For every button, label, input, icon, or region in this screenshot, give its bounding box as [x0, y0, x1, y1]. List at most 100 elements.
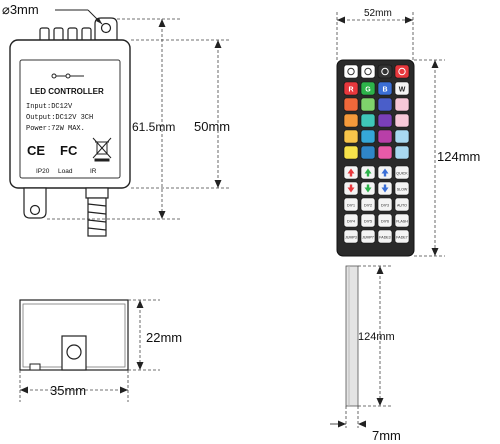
- dim-22-arrow-top: [136, 300, 144, 308]
- dim-22-line: [128, 299, 160, 371]
- arrow-up-icon: [381, 168, 389, 177]
- arrow-down-icon: [381, 184, 389, 193]
- remote-color-button-2-2[interactable]: [377, 113, 393, 128]
- dim-50-arrow-top: [214, 40, 222, 48]
- remote-button-label: JUMP3: [345, 236, 357, 240]
- controller-height-outer-label: 61.5mm: [132, 120, 175, 134]
- weee-bin-icon: [92, 137, 112, 162]
- remote-height-label: 124mm: [437, 149, 480, 164]
- dim-7-line: [345, 406, 359, 428]
- dim-124-front-arrow-top: [431, 60, 439, 68]
- remote-color-button-0-3[interactable]: [394, 81, 410, 96]
- remote-mode-button-0-0[interactable]: [343, 197, 359, 212]
- arrow-up-icon: [364, 168, 372, 177]
- remote-side-body: [345, 265, 359, 407]
- dim-61-5-arrow-top: [158, 19, 166, 27]
- dim-50-arrow-bottom: [214, 180, 222, 188]
- remote-button-label: DIY3: [381, 204, 389, 208]
- load-label: Load: [58, 168, 73, 175]
- dim-124-side-arrow-bottom: [376, 398, 384, 406]
- dim-35-line: [19, 370, 129, 402]
- remote-mode-button-2-0[interactable]: [343, 229, 359, 244]
- remote-top-button-2[interactable]: [377, 64, 393, 79]
- brightness-down-icon: [364, 67, 372, 76]
- play-pause-icon: [381, 67, 389, 76]
- remote-mode-button-1-3[interactable]: [394, 213, 410, 228]
- remote-mode-button-2-3[interactable]: [394, 229, 410, 244]
- remote-mode-button-2-2[interactable]: [377, 229, 393, 244]
- remote-color-button-0-2[interactable]: [377, 81, 393, 96]
- remote-color-button-3-1[interactable]: [360, 129, 376, 144]
- remote-color-button-1-2[interactable]: [377, 97, 393, 112]
- remote-color-button-3-0[interactable]: [343, 129, 359, 144]
- remote-button-label: QUICK: [396, 172, 408, 176]
- remote-adjust-button-1-3[interactable]: [394, 181, 410, 196]
- dim-61-5-arrow-bottom: [158, 211, 166, 219]
- remote-color-button-4-3[interactable]: [394, 145, 410, 160]
- dim-52-arrow-left: [337, 16, 345, 24]
- arrow-up-icon: [347, 168, 355, 177]
- remote-mode-button-1-1[interactable]: [360, 213, 376, 228]
- controller-title: LED CONTROLLER: [30, 87, 104, 96]
- remote-color-button-0-0[interactable]: [343, 81, 359, 96]
- mounting-hole-bottom: [29, 204, 41, 216]
- remote-mode-button-1-2[interactable]: [377, 213, 393, 228]
- dim-52-arrow-right: [405, 16, 413, 24]
- remote-color-button-1-3[interactable]: [394, 97, 410, 112]
- remote-color-label: G: [365, 87, 371, 94]
- cable-stub: [85, 187, 109, 237]
- remote-button-label: FADE7: [396, 236, 407, 240]
- dim-52-line: [336, 12, 414, 62]
- remote-color-button-3-2[interactable]: [377, 129, 393, 144]
- dim-124-front-arrow-bottom: [431, 248, 439, 256]
- controller-front-view: LED CONTROLLER Input:DC12V Output:DC12V …: [2, 2, 230, 237]
- controller-label-panel: [19, 59, 121, 179]
- remote-color-button-2-1[interactable]: [360, 113, 376, 128]
- ip-rating: IP20: [36, 168, 50, 175]
- remote-color-button-1-0[interactable]: [343, 97, 359, 112]
- controller-height-inner-label: 50mm: [194, 119, 230, 134]
- remote-mode-button-2-1[interactable]: [360, 229, 376, 244]
- remote-top-button-0[interactable]: [343, 64, 359, 79]
- remote-button-label: FADE3: [379, 236, 390, 240]
- remote-color-button-4-0[interactable]: [343, 145, 359, 160]
- remote-side-height-label: 124mm: [358, 331, 395, 343]
- dim-61-5-line: [47, 18, 180, 220]
- controller-side-view: 22mm 35mm: [19, 299, 182, 402]
- remote-color-button-0-1[interactable]: [360, 81, 376, 96]
- remote-color-button-4-1[interactable]: [360, 145, 376, 160]
- ir-label: IR: [90, 168, 97, 175]
- remote-adjust-button-0-3[interactable]: [394, 165, 410, 180]
- remote-button-label: JUMP7: [362, 236, 374, 240]
- remote-top-button-1[interactable]: [360, 64, 376, 79]
- remote-mode-button-0-3[interactable]: [394, 197, 410, 212]
- dim-124-side-line: [358, 265, 392, 407]
- fc-mark: FC: [60, 143, 78, 158]
- side-width-label: 35mm: [50, 383, 86, 398]
- dim-124-side-arrow-top: [376, 266, 384, 274]
- remote-color-button-4-2[interactable]: [377, 145, 393, 160]
- remote-color-button-1-1[interactable]: [360, 97, 376, 112]
- controller-output: Output:DC12V 3CH: [26, 114, 93, 122]
- dim-7-arrow-right: [358, 420, 366, 428]
- ce-mark: CE: [27, 143, 45, 158]
- dim-124-front-line: [414, 59, 445, 257]
- remote-color-label: R: [348, 87, 353, 94]
- remote-color-button-2-0[interactable]: [343, 113, 359, 128]
- remote-color-button-2-3[interactable]: [394, 113, 410, 128]
- side-height-label: 22mm: [146, 330, 182, 345]
- remote-color-button-3-3[interactable]: [394, 129, 410, 144]
- remote-button-label: SLOW: [397, 188, 408, 192]
- remote-side-view: 124mm 7mm: [330, 265, 401, 443]
- side-foot: [29, 363, 41, 371]
- remote-mode-button-0-1[interactable]: [360, 197, 376, 212]
- side-connector: [61, 335, 87, 371]
- remote-mode-button-0-2[interactable]: [377, 197, 393, 212]
- remote-top-button-3[interactable]: [394, 64, 410, 79]
- side-connector-port: [66, 344, 82, 360]
- arrow-down-icon: [364, 184, 372, 193]
- arrow-down-icon: [347, 184, 355, 193]
- remote-mode-button-1-0[interactable]: [343, 213, 359, 228]
